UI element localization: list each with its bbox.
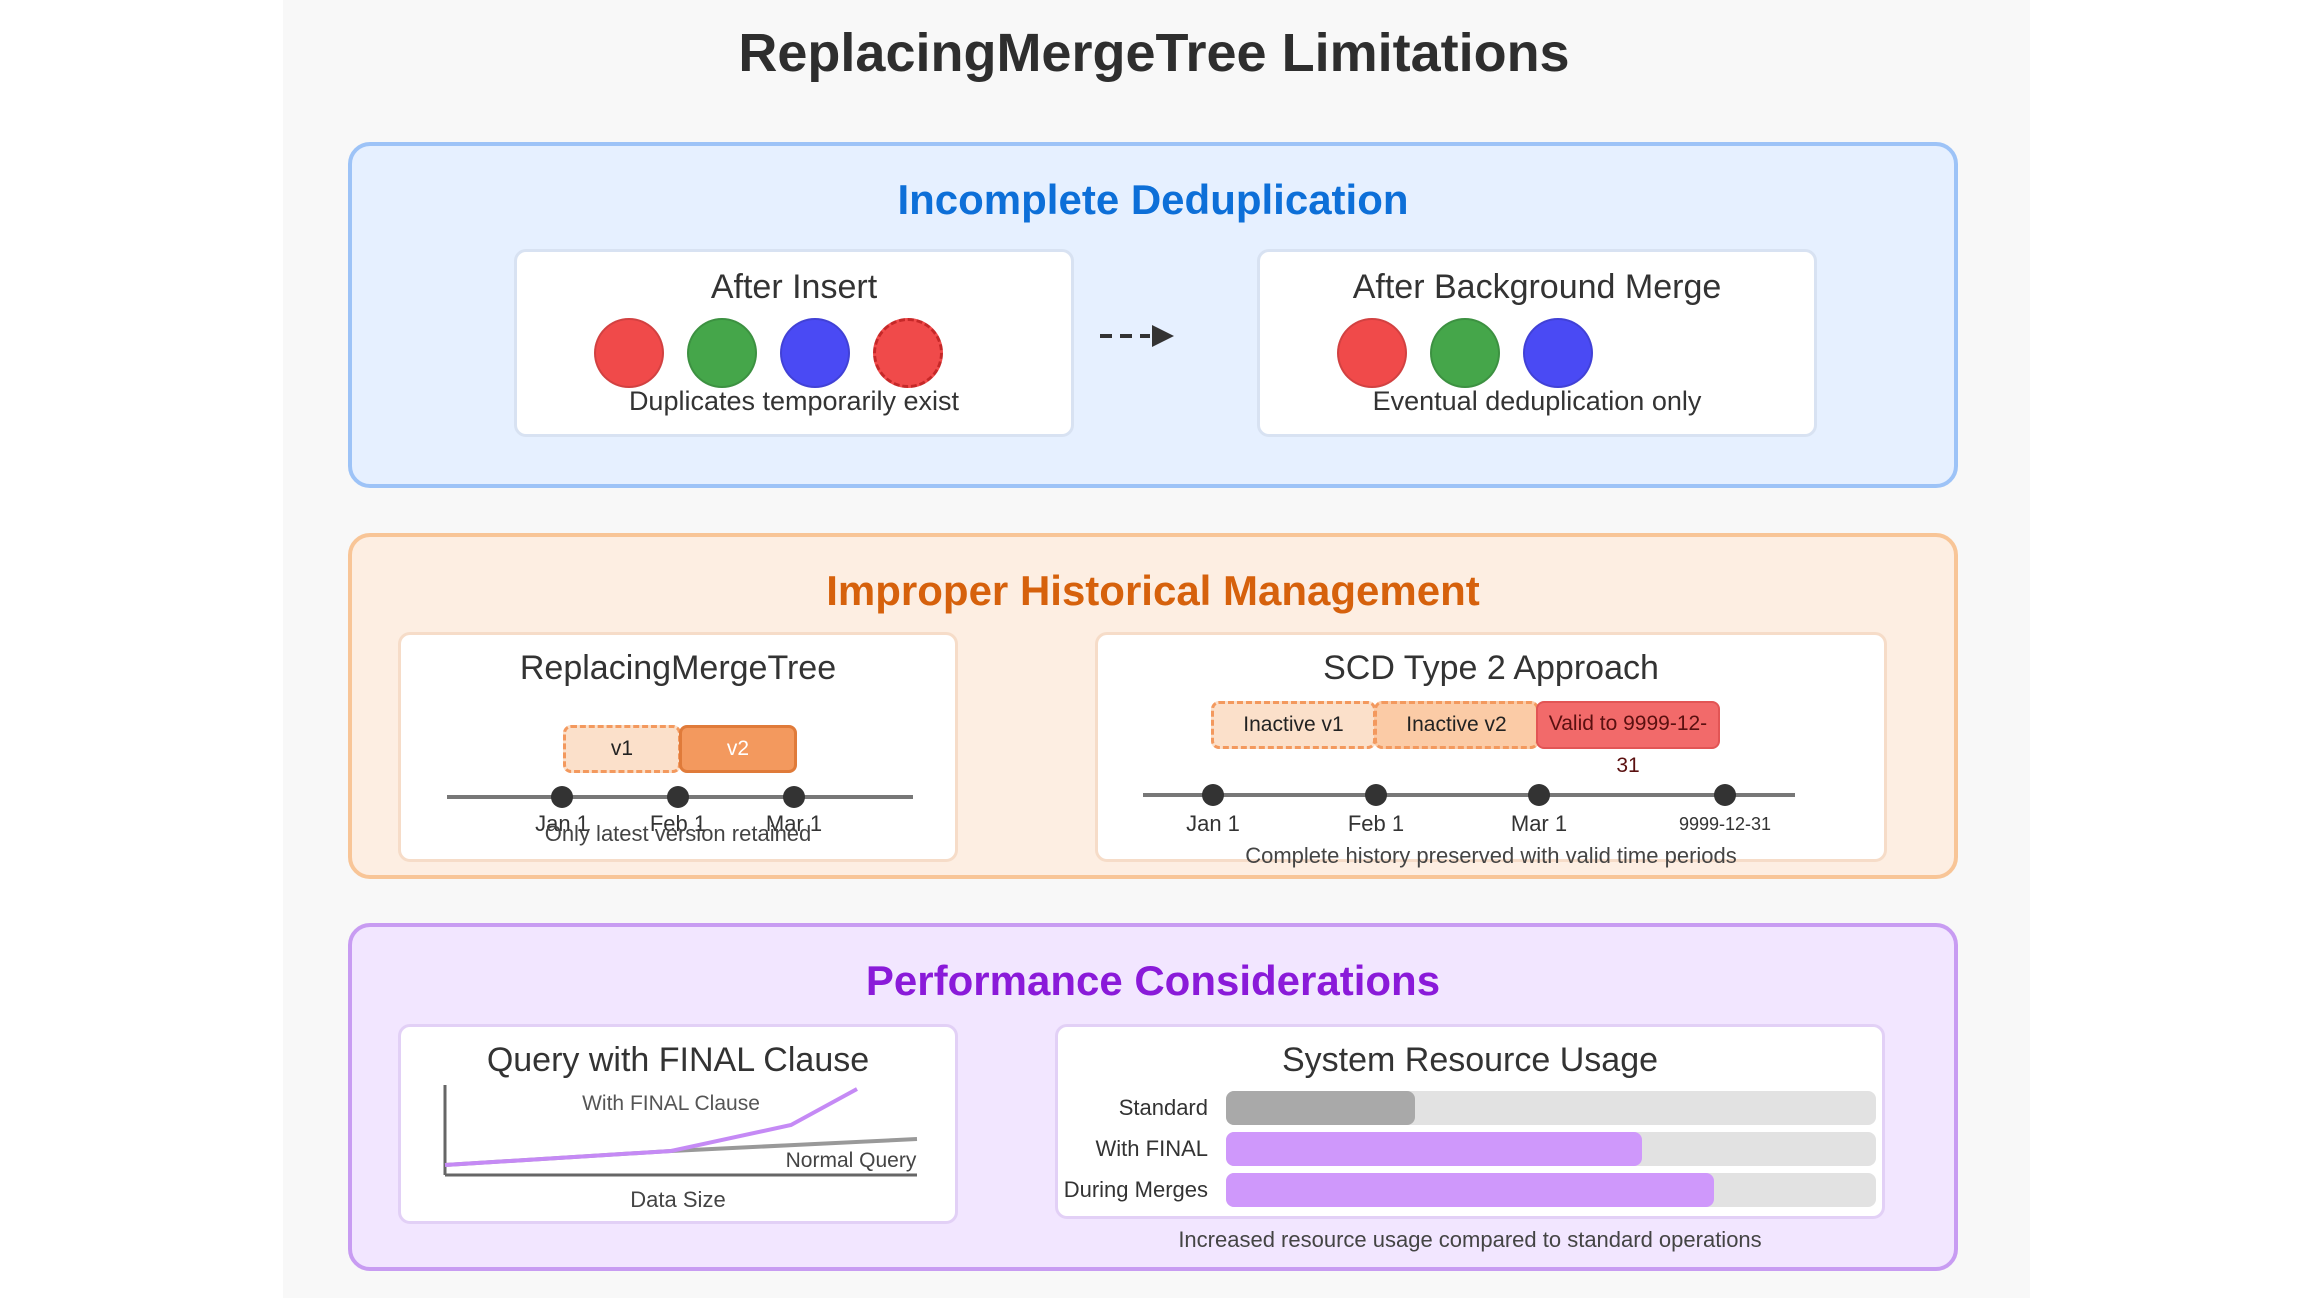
version-v1-segment: v1 [563,725,681,773]
scd-caption: Complete history preserved with valid ti… [1245,843,1737,868]
red-record-circle [594,318,664,388]
valid-segment: Valid to 9999-12-31 [1536,701,1720,777]
bar-label: Standard [1118,1095,1208,1120]
resource-caption: Increased resource usage compared to sta… [1178,1227,1762,1252]
bar-label: During Merges [1063,1177,1208,1202]
bar-track [1226,1173,1876,1207]
tick-label: Mar 1 [765,811,823,836]
bar-label: With FINAL [1095,1136,1208,1161]
version-v2-segment: v2 [679,725,797,773]
section-title: Incomplete Deduplication [897,176,1409,223]
card-title: SCD Type 2 Approach [1323,649,1659,687]
card-title: System Resource Usage [1281,1041,1659,1079]
inactive-v2-segment: Inactive v2 [1374,701,1539,749]
green-record-circle [1430,318,1500,388]
after-insert-card: After Insert Duplicates temporarily exis… [514,249,1074,437]
tick-label: Feb 1 [649,811,707,836]
card-title: After Insert [710,268,878,306]
card-caption: Only latest version retained [544,821,812,846]
timeline-point [1528,784,1550,806]
red-record-circle [1337,318,1407,388]
arrow-icon [1100,325,1174,347]
green-record-circle [687,318,757,388]
bar-track [1226,1132,1876,1166]
tick-label: Feb 1 [1347,811,1405,836]
bar-track [1226,1091,1876,1125]
timeline-point [667,786,689,808]
query-performance-chart [443,1085,918,1177]
blue-record-circle [1523,318,1593,388]
card-caption: Duplicates temporarily exist [628,386,960,416]
timeline-point [1714,784,1736,806]
card-title: ReplacingMergeTree [519,649,837,687]
tick-label: Jan 1 [535,811,589,836]
standard-usage-bar [1226,1091,1415,1125]
x-axis-label: Data Size [630,1187,726,1212]
timeline-point [1202,784,1224,806]
replacingmergetree-card: ReplacingMergeTree v1 v2 Jan 1 Feb 1 Mar… [398,632,958,862]
section-title: Performance Considerations [865,957,1441,1004]
blue-record-circle [780,318,850,388]
historical-management-panel: Improper Historical Management Replacing… [348,533,1958,879]
timeline-point [1365,784,1387,806]
final-usage-bar [1226,1132,1642,1166]
timeline-point [551,786,573,808]
section-title: Improper Historical Management [826,567,1480,614]
resource-usage-card: System Resource Usage Standard With FINA… [1055,1024,1885,1219]
normal-line-label: Normal Query [785,1149,917,1172]
final-clause-line [444,1087,858,1167]
final-line-label: With FINAL Clause [582,1092,760,1115]
card-caption: Eventual deduplication only [1372,386,1702,416]
tick-label: 9999-12-31 [1678,814,1772,834]
query-final-card: Query with FINAL Clause With FINAL Claus… [398,1024,958,1224]
incomplete-deduplication-panel: Incomplete Deduplication After Insert Du… [348,142,1958,488]
timeline-axis [1143,793,1795,797]
performance-panel: Performance Considerations Query with FI… [348,923,1958,1271]
card-title: Query with FINAL Clause [486,1041,870,1079]
duplicate-red-record-circle [873,318,943,388]
inactive-v1-segment: Inactive v1 [1211,701,1376,749]
scd-type2-card: SCD Type 2 Approach Inactive v1 Inactive… [1095,632,1887,862]
tick-label: Jan 1 [1186,811,1240,836]
diagram-title: ReplacingMergeTree Limitations [738,23,1570,83]
tick-label: Mar 1 [1510,811,1568,836]
card-title: After Background Merge [1352,268,1722,306]
merges-usage-bar [1226,1173,1714,1207]
timeline-point [783,786,805,808]
after-merge-card: After Background Merge Eventual deduplic… [1257,249,1817,437]
